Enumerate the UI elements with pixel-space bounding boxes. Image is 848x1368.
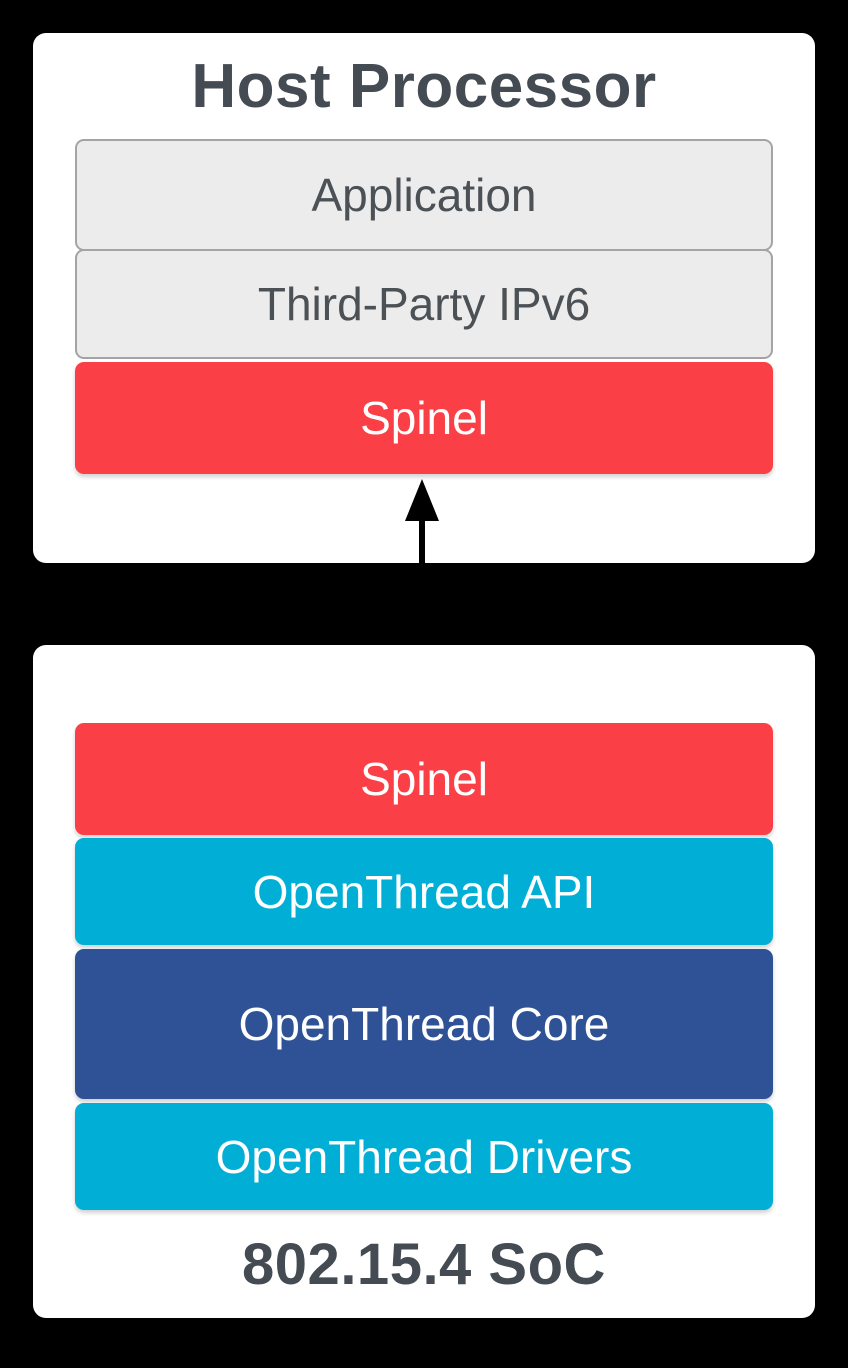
soc-layer-stack: Spinel OpenThread API OpenThread Core Op…	[33, 645, 815, 1210]
layer-application: Application	[75, 139, 773, 251]
layer-openthread-api: OpenThread API	[75, 838, 773, 945]
soc-title: 802.15.4 SoC	[242, 1231, 606, 1297]
host-layer-stack: Application Third-Party IPv6 Spinel	[33, 139, 815, 474]
layer-openthread-core: OpenThread Core	[75, 949, 773, 1099]
layer-third-party-ipv6: Third-Party IPv6	[75, 249, 773, 359]
host-processor-box: Host Processor Application Third-Party I…	[33, 33, 815, 563]
layer-openthread-drivers: OpenThread Drivers	[75, 1103, 773, 1210]
layer-soc-spinel: Spinel	[75, 723, 773, 835]
layer-host-spinel: Spinel	[75, 362, 773, 474]
soc-box: Spinel OpenThread API OpenThread Core Op…	[33, 645, 815, 1318]
host-processor-title: Host Processor	[191, 51, 657, 121]
